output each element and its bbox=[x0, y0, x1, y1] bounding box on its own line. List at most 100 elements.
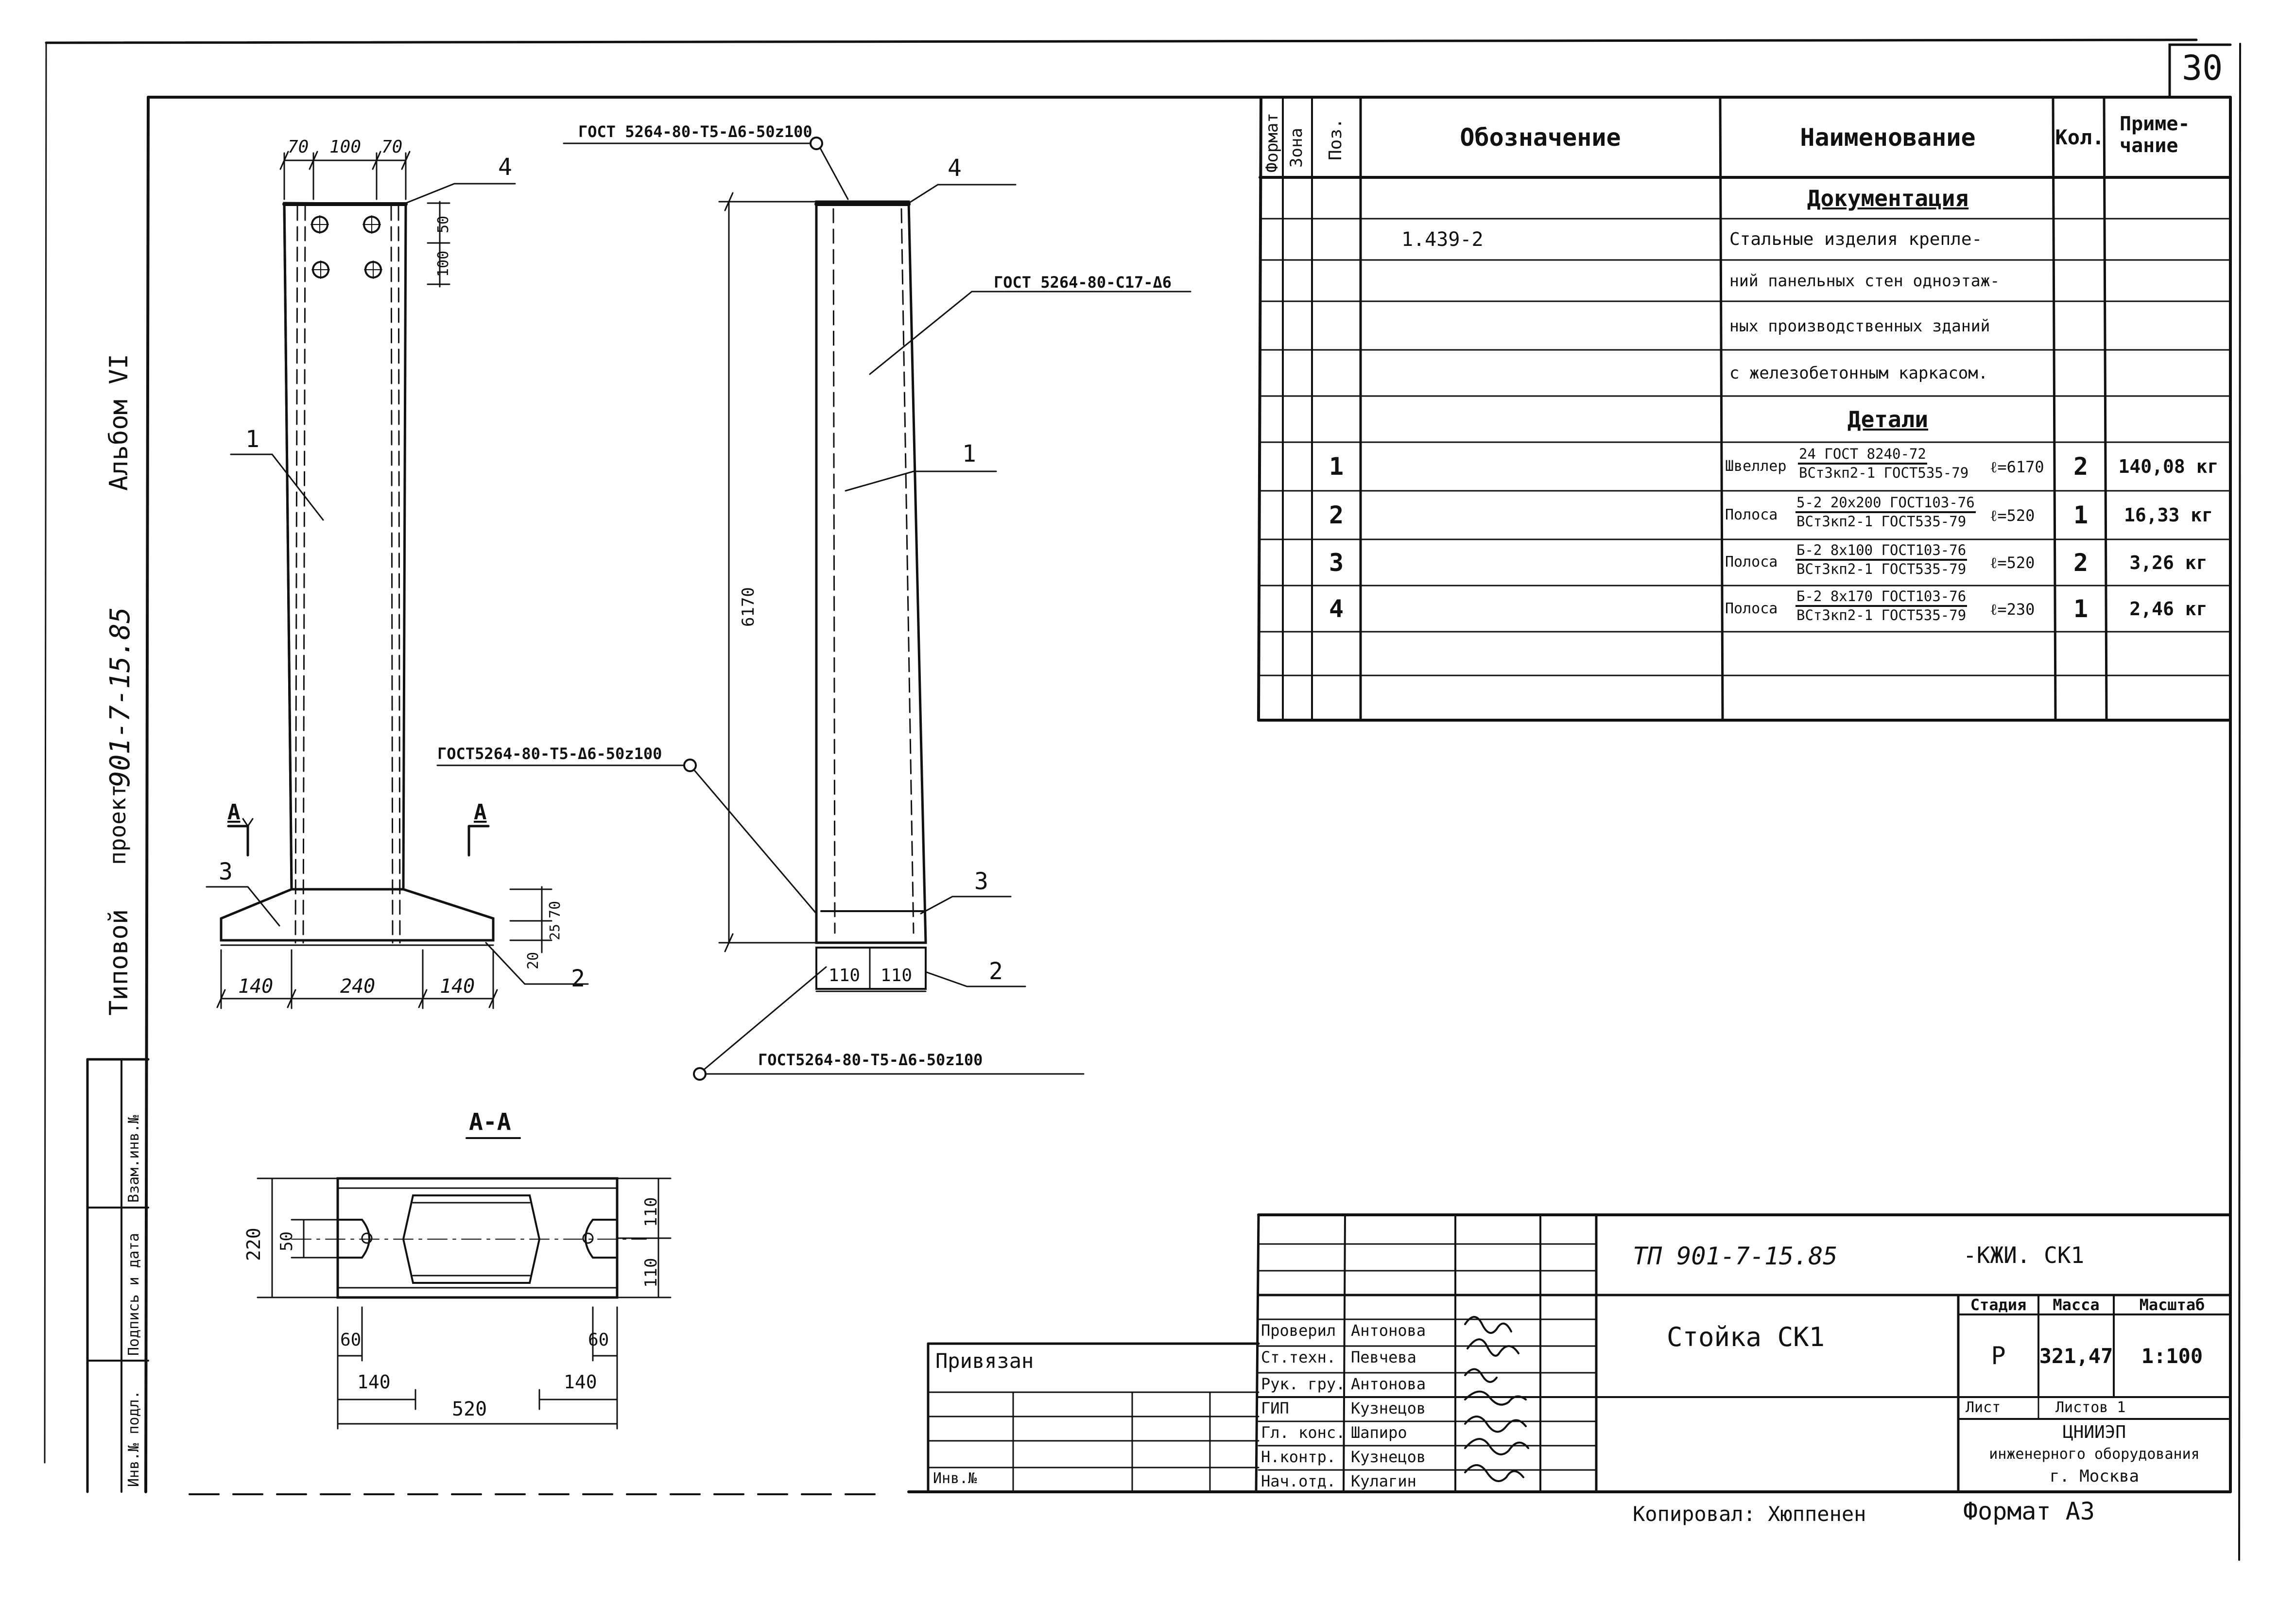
dim-top-70-right: 70 bbox=[381, 137, 403, 157]
pos-label-1: 1 bbox=[245, 426, 259, 453]
weld-note-long: ГОСТ 5264-80-С17-Δ6 bbox=[994, 273, 1172, 292]
pos-label-4: 4 bbox=[498, 154, 512, 181]
project-code: 901-7-15.85 bbox=[104, 607, 136, 787]
dim-bottom-110-right: 110 bbox=[880, 966, 913, 985]
dim-140-left: 140 bbox=[357, 1371, 391, 1393]
part-spec: Б-2 8x100 ГОСТ103-76 ВСт3кп2-1 ГОСТ535-7… bbox=[1795, 543, 1968, 576]
part-qty: 1 bbox=[2073, 594, 2089, 623]
doc-suffix: -КЖИ. СК1 bbox=[1963, 1242, 2085, 1268]
part-item: Полоса bbox=[1725, 600, 1778, 617]
copied-by: Копировал: Хюппенен bbox=[1633, 1502, 1866, 1526]
col-sign-date: Подпись и дата bbox=[125, 1233, 142, 1356]
dim-70: 70 bbox=[547, 900, 564, 918]
part-spec-numerator: Б-2 8x100 ГОСТ103-76 bbox=[1795, 543, 1968, 561]
part-qty: 2 bbox=[2073, 548, 2089, 577]
role-label: Нач.отд. bbox=[1261, 1472, 1336, 1490]
scale-value: 1:100 bbox=[2141, 1344, 2203, 1368]
dim-110-bottom: 110 bbox=[641, 1258, 661, 1288]
part-note: 16,33 кг bbox=[2123, 504, 2213, 526]
linked-label: Привязан bbox=[935, 1349, 1034, 1373]
dim-bottom-110-left: 110 bbox=[829, 966, 861, 985]
role-label: Рук. гру. bbox=[1261, 1375, 1346, 1393]
dim-height-6170: 6170 bbox=[739, 587, 758, 627]
spec-header-name: Наименование bbox=[1800, 123, 1976, 152]
part-spec-numerator: 5-2 20x200 ГОСТ103-76 bbox=[1795, 496, 1976, 513]
spec-doc-name-1: Стальные изделия крепле- bbox=[1729, 229, 1983, 249]
section-mark-right: А bbox=[474, 800, 487, 825]
section-title: А-А bbox=[469, 1108, 511, 1136]
part-length: ℓ=6170 bbox=[1990, 458, 2044, 476]
spec-header-qty: Кол. bbox=[2055, 125, 2105, 149]
mass-value: 321,47 bbox=[2039, 1344, 2113, 1368]
dim-140-right: 140 bbox=[564, 1371, 597, 1393]
spec-header-note-1: Приме- bbox=[2120, 113, 2190, 135]
col-vzam: Взам.инв.№ bbox=[125, 1115, 142, 1203]
dim-bottom-140-left: 140 bbox=[238, 975, 274, 998]
doc-code: ТП 901-7-15.85 bbox=[1633, 1242, 1838, 1270]
role-name: Кузнецов bbox=[1351, 1399, 1426, 1417]
part-spec-denominator: ВСт3кп2-1 ГОСТ535-79 bbox=[1796, 607, 1967, 623]
dim-bottom-240: 240 bbox=[340, 975, 376, 998]
pos-label-1: 1 bbox=[962, 440, 976, 467]
part-item: Полоса bbox=[1725, 553, 1778, 570]
part-length: ℓ=230 bbox=[1990, 600, 2035, 619]
inv-no-label: Инв.№ bbox=[933, 1470, 977, 1487]
role-label: ГИП bbox=[1261, 1399, 1289, 1417]
weld-note-top: ГОСТ 5264-80-Т5-Δ6-50z100 bbox=[578, 122, 812, 141]
part-item: Швеллер bbox=[1725, 458, 1787, 475]
part-pos: 1 bbox=[1329, 452, 1344, 481]
role-name: Антонова bbox=[1351, 1375, 1426, 1393]
part-qty: 1 bbox=[2073, 501, 2089, 529]
role-name: Певчева bbox=[1351, 1348, 1416, 1366]
part-spec: 24 ГОСТ 8240-72 ВСт3кп2-1 ГОСТ535-79 bbox=[1798, 447, 1969, 480]
stage-label: Стадия bbox=[1970, 1296, 2027, 1314]
album-label: Альбом VI bbox=[104, 354, 134, 491]
org-line-1: ЦНИИЭП bbox=[2062, 1422, 2126, 1442]
pos-label-2: 2 bbox=[989, 958, 1003, 985]
dim-bottom-140-right: 140 bbox=[440, 975, 475, 998]
dim-top-70-left: 70 bbox=[288, 137, 309, 157]
part-pos: 3 bbox=[1329, 548, 1344, 577]
part-length: ℓ=520 bbox=[1990, 506, 2035, 525]
part-pos: 4 bbox=[1329, 594, 1344, 623]
role-label: Ст.техн. bbox=[1261, 1348, 1336, 1366]
sheet-number: 30 bbox=[2182, 48, 2223, 88]
dim-top-100: 100 bbox=[329, 137, 362, 157]
part-length: ℓ=520 bbox=[1990, 553, 2035, 572]
part-note: 3,26 кг bbox=[2129, 552, 2208, 573]
project-prefix: Типовой bbox=[104, 909, 134, 1016]
weld-note-mid: ГОСТ5264-80-Т5-Δ6-50z100 bbox=[437, 744, 662, 763]
dim-520: 520 bbox=[452, 1398, 487, 1420]
spec-header-designation: Обозначение bbox=[1460, 123, 1621, 152]
org-line-2: инженерного оборудования bbox=[1989, 1446, 2200, 1463]
scale-label: Масштаб bbox=[2139, 1296, 2205, 1314]
stage-value: Р bbox=[1991, 1342, 2006, 1370]
part-note: 2,46 кг bbox=[2129, 598, 2208, 620]
role-label: Проверил bbox=[1261, 1321, 1336, 1340]
col-inv-podl: Инв.№ подл. bbox=[125, 1390, 142, 1487]
paper-format: Формат А3 bbox=[1963, 1497, 2095, 1525]
dim-60-left: 60 bbox=[340, 1330, 362, 1350]
pos-label-4: 4 bbox=[948, 155, 962, 182]
spec-section-documentation: Документация bbox=[1807, 185, 1969, 211]
part-spec-denominator: ВСт3кп2-1 ГОСТ535-79 bbox=[1799, 465, 1969, 481]
spec-doc-name-3: ных производственных зданий bbox=[1729, 316, 1990, 335]
org-line-3: г. Москва bbox=[2049, 1466, 2140, 1486]
drawing-title: Стойка СК1 bbox=[1667, 1322, 1825, 1352]
section-mark-left: А bbox=[227, 800, 241, 825]
dim-20: 20 bbox=[525, 951, 542, 969]
dim-25: 25 bbox=[547, 924, 563, 940]
role-name: Антонова bbox=[1351, 1321, 1426, 1340]
pos-label-3: 3 bbox=[974, 868, 988, 895]
spec-doc-name-2: ний панельных стен одноэтаж- bbox=[1729, 271, 2000, 290]
role-name: Шапиро bbox=[1351, 1423, 1407, 1442]
mass-label: Масса bbox=[2053, 1296, 2100, 1314]
part-spec-numerator: Б-2 8x170 ГОСТ103-76 bbox=[1795, 589, 1968, 607]
dim-220: 220 bbox=[243, 1227, 264, 1261]
spec-header-format: Формат bbox=[1262, 113, 1282, 173]
dim-60-right: 60 bbox=[588, 1330, 609, 1350]
part-note: 140,08 кг bbox=[2118, 456, 2219, 477]
sheet-label: Лист bbox=[1966, 1399, 2001, 1416]
